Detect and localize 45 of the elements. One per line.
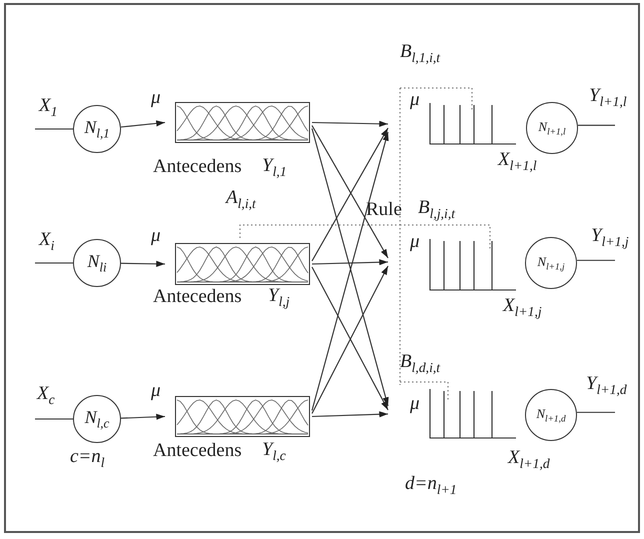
node-label: μ — [410, 90, 420, 111]
neuron-circle: N$_{l+1,j}$ — [525, 237, 577, 289]
line — [576, 412, 615, 413]
node-label: μ — [410, 394, 420, 415]
node-label: Y$_{l,j}$ — [268, 286, 290, 309]
line — [35, 262, 73, 264]
line — [35, 128, 73, 130]
spike-chart-drawing — [429, 103, 516, 145]
line — [576, 260, 615, 261]
line — [35, 418, 73, 420]
arrow — [120, 120, 166, 128]
node-label: X$_{l+1,j}$ — [503, 296, 542, 319]
edge-label: Y$_{l+1,d}$ — [585, 374, 628, 397]
arrow — [120, 414, 166, 420]
edge-label: Y$_{l+1,l}$ — [588, 86, 628, 109]
node-label: B$_{l,j,i,t}$ — [418, 198, 456, 221]
arrow — [312, 411, 388, 418]
neuron-circle: N$_{l,c}$ — [73, 395, 121, 443]
arrow — [312, 120, 388, 127]
node-label: Y$_{l,1}$ — [262, 156, 287, 179]
node-label: B$_{l,1,i,t}$ — [400, 42, 440, 65]
arrow — [121, 260, 165, 267]
text-label: Rule — [366, 200, 402, 221]
neuron-circle: N$_{l+1,d}$ — [525, 389, 577, 441]
edge-label: X$_{i}$ — [38, 230, 56, 253]
neuron-circle: N$_{l+1,l}$ — [526, 102, 578, 154]
text-label: A$_{l,i,t}$ — [226, 188, 256, 211]
spike-chart-drawing — [429, 239, 516, 291]
edge-label: Y$_{l+1,j}$ — [590, 226, 630, 249]
edge-label: X$_{c}$ — [36, 384, 56, 407]
node-label: X$_{l+1,d}$ — [508, 448, 550, 471]
neuron-circle: N$_{li}$ — [73, 239, 121, 287]
text-label: c=n$_{l}$ — [70, 447, 105, 470]
node-label: Y$_{l,c}$ — [262, 440, 286, 463]
edge-label: X$_{1}$ — [38, 96, 58, 119]
node-label: Antecedens — [153, 157, 242, 178]
neuron-circle: N$_{l,1}$ — [73, 105, 121, 153]
node-label: μ — [410, 232, 420, 253]
arrow — [312, 259, 388, 266]
spike-chart-drawing — [429, 389, 516, 439]
line — [578, 124, 615, 126]
node-label: B$_{l,d,i,t}$ — [400, 352, 440, 375]
text-label: d=n$_{l+1}$ — [405, 474, 457, 497]
node-label: Antecedens — [153, 441, 242, 462]
node-label: Antecedens — [153, 287, 242, 308]
